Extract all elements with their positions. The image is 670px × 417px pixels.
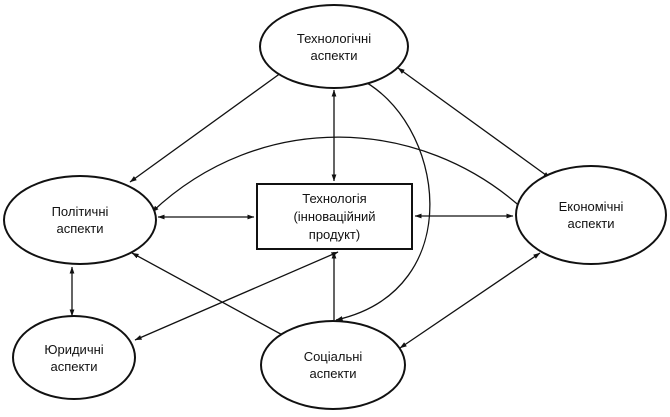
node-label-line: продукт) xyxy=(308,226,361,242)
connector-social-tech xyxy=(335,77,431,321)
node-social-aspects: Соціальні аспекти xyxy=(260,320,406,410)
node-label-line: аспекти xyxy=(309,366,357,381)
node-label-line: (інноваційний xyxy=(293,208,376,224)
connector-tech-econ xyxy=(397,67,551,179)
node-label-line: Політичні xyxy=(51,204,109,219)
node-label-line: Економічні xyxy=(558,199,624,214)
node-technology-product: Технологія (інноваційний продукт) xyxy=(256,183,413,250)
node-label-line: Технологічні xyxy=(296,30,372,46)
node-label-line: аспекти xyxy=(56,221,104,236)
node-label-line: Технологія xyxy=(302,190,367,206)
connector-social-econ xyxy=(399,252,541,349)
node-economic-aspects: Економічні аспекти xyxy=(515,165,667,265)
node-legal-aspects: Юридичні аспекти xyxy=(12,315,136,400)
connector-legal-center xyxy=(134,251,339,341)
connector-polit-tech xyxy=(129,69,286,183)
node-label-line: аспекти xyxy=(567,216,615,231)
node-label-line: аспекти xyxy=(310,47,358,63)
node-label-line: аспекти xyxy=(50,358,98,374)
node-label-line: Юридичні xyxy=(44,341,104,357)
connector-polit-social xyxy=(131,252,289,339)
node-label-line: Соціальні xyxy=(303,349,363,364)
node-technological-aspects: Технологічні аспекти xyxy=(259,4,409,89)
node-political-aspects: Політичні аспекти xyxy=(3,175,157,265)
